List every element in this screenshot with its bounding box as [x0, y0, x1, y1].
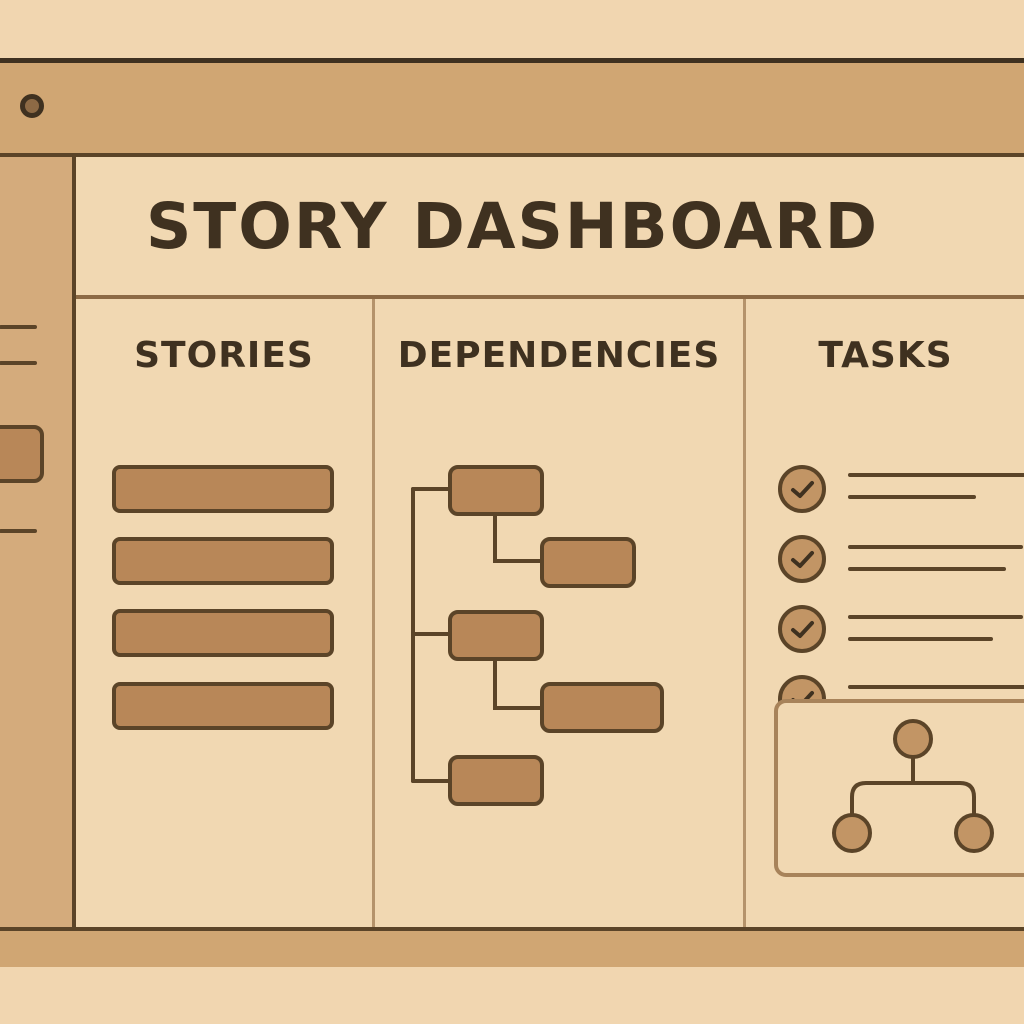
- story-card[interactable]: [112, 682, 334, 730]
- status-bar: [0, 927, 1024, 967]
- task-detail-line: [848, 495, 976, 499]
- dependency-tree: [411, 465, 664, 806]
- dependency-node[interactable]: [448, 465, 544, 516]
- hierarchy-tree-icon: [832, 719, 994, 853]
- stories-column: STORIES: [76, 299, 375, 927]
- sidebar: [0, 157, 76, 927]
- task-title-line: [848, 473, 1024, 477]
- story-card[interactable]: [112, 609, 334, 657]
- dependency-connector: [493, 657, 544, 710]
- window-control-dot-icon[interactable]: [20, 94, 44, 118]
- task-title-line: [848, 545, 1023, 549]
- main-content: STORY DASHBOARD STORIES DEPENDENCIES: [76, 157, 1024, 927]
- checkmark-circle-icon[interactable]: [778, 605, 826, 653]
- dependencies-heading: DEPENDENCIES: [397, 335, 721, 376]
- sidebar-item[interactable]: [0, 361, 37, 365]
- title-bar: [0, 63, 1024, 157]
- tasks-column: TASKS: [746, 299, 1024, 927]
- hierarchy-preview[interactable]: [774, 699, 1024, 877]
- app-window: STORY DASHBOARD STORIES DEPENDENCIES: [0, 58, 1024, 967]
- checkmark-circle-icon[interactable]: [778, 465, 826, 513]
- task-detail-line: [848, 567, 1006, 571]
- task-detail-line: [848, 637, 993, 641]
- dependency-connector: [493, 511, 544, 563]
- dependency-node[interactable]: [448, 755, 544, 806]
- checkmark-circle-icon[interactable]: [778, 535, 826, 583]
- page-header: STORY DASHBOARD: [76, 157, 1024, 299]
- story-card[interactable]: [112, 465, 334, 513]
- stories-heading: STORIES: [134, 335, 314, 376]
- dependency-node[interactable]: [540, 537, 636, 588]
- task-item[interactable]: [778, 605, 1024, 659]
- sidebar-item[interactable]: [0, 325, 37, 329]
- task-item[interactable]: [778, 465, 1024, 519]
- dependencies-column: DEPENDENCIES: [375, 299, 746, 927]
- story-card[interactable]: [112, 537, 334, 585]
- tasks-heading: TASKS: [818, 335, 953, 376]
- task-item[interactable]: [778, 535, 1024, 589]
- dependency-node[interactable]: [448, 610, 544, 661]
- sidebar-item-active[interactable]: [0, 425, 44, 483]
- dependency-node[interactable]: [540, 682, 664, 733]
- sidebar-item[interactable]: [0, 529, 37, 533]
- task-title-line: [848, 615, 1023, 619]
- task-title-line: [848, 685, 1024, 689]
- page-title: STORY DASHBOARD: [145, 189, 880, 263]
